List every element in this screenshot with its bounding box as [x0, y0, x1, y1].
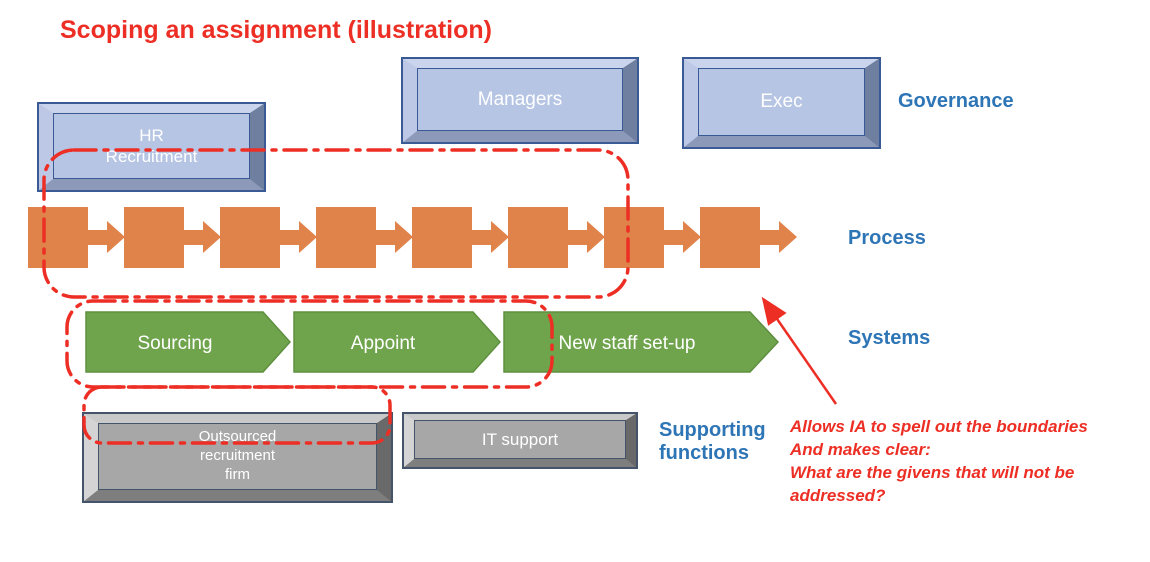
systems-chevron-row: Sourcing Appoint New staff set-up — [85, 311, 780, 373]
supporting-line2: functions — [659, 442, 749, 464]
arrow-head — [299, 221, 317, 253]
process-arrow-icon — [758, 207, 797, 268]
arrow-head — [683, 221, 701, 253]
process-step — [700, 207, 760, 268]
systems-row-label: Systems — [848, 327, 931, 349]
process-arrow-icon — [662, 207, 701, 268]
process-step — [604, 207, 664, 268]
annotation-line4: addressed? — [790, 486, 886, 505]
arrow-head — [779, 221, 797, 253]
outsourced-line1: Outsourced — [198, 428, 277, 446]
arrow-shaft — [86, 230, 109, 245]
process-arrow-icon — [86, 207, 125, 268]
managers-box: Managers — [401, 57, 639, 144]
hr-line2: Recruitment — [105, 147, 198, 166]
hr-recruitment-label: HR Recruitment — [53, 113, 250, 179]
outsourced-firm-label: Outsourced recruitment firm — [98, 423, 377, 490]
new-staff-label: New staff set-up — [559, 333, 696, 354]
arrow-head — [395, 221, 413, 253]
hr-recruitment-box: HR Recruitment — [37, 102, 266, 192]
page-title: Scoping an assignment (illustration) — [60, 16, 492, 44]
scope-annotation: Allows IA to spell out the boundaries An… — [790, 415, 1150, 507]
outsourced-line3: firm — [225, 465, 250, 483]
arrow-head — [587, 221, 605, 253]
it-support-box: IT support — [402, 412, 638, 469]
arrow-shaft — [470, 230, 493, 245]
annotation-line3: What are the givens that will not be — [790, 463, 1075, 482]
managers-label: Managers — [477, 88, 563, 110]
process-step — [220, 207, 280, 268]
arrow-shaft — [566, 230, 589, 245]
arrow-head — [203, 221, 221, 253]
supporting-line1: Supporting — [659, 419, 766, 441]
arrow-head — [491, 221, 509, 253]
process-arrow-icon — [374, 207, 413, 268]
appoint-label: Appoint — [351, 333, 416, 354]
arrow-shaft — [662, 230, 685, 245]
process-step — [316, 207, 376, 268]
sourcing-label: Sourcing — [138, 333, 213, 354]
process-row-label: Process — [848, 227, 926, 249]
arrow-shaft — [278, 230, 301, 245]
annotation-line1: Allows IA to spell out the boundaries — [790, 417, 1088, 436]
process-flow — [28, 207, 797, 268]
process-step — [412, 207, 472, 268]
arrow-shaft — [758, 230, 781, 245]
exec-box: Exec — [682, 57, 881, 149]
process-arrow-icon — [470, 207, 509, 268]
supporting-functions-label: Supporting functions — [659, 419, 766, 465]
process-arrow-icon — [566, 207, 605, 268]
hr-line1: HR — [139, 125, 164, 145]
outsourced-firm-box: Outsourced recruitment firm — [82, 412, 393, 503]
outsourced-line2: recruitment — [199, 447, 276, 465]
arrow-shaft — [182, 230, 205, 245]
process-step — [124, 207, 184, 268]
arrow-head — [107, 221, 125, 253]
governance-row-label: Governance — [898, 90, 1014, 112]
process-step — [28, 207, 88, 268]
exec-label: Exec — [760, 91, 803, 113]
it-support-label: IT support — [481, 429, 559, 449]
process-arrow-icon — [182, 207, 221, 268]
process-step — [508, 207, 568, 268]
process-arrow-icon — [278, 207, 317, 268]
arrow-shaft — [374, 230, 397, 245]
annotation-line2: And makes clear: — [790, 440, 931, 459]
